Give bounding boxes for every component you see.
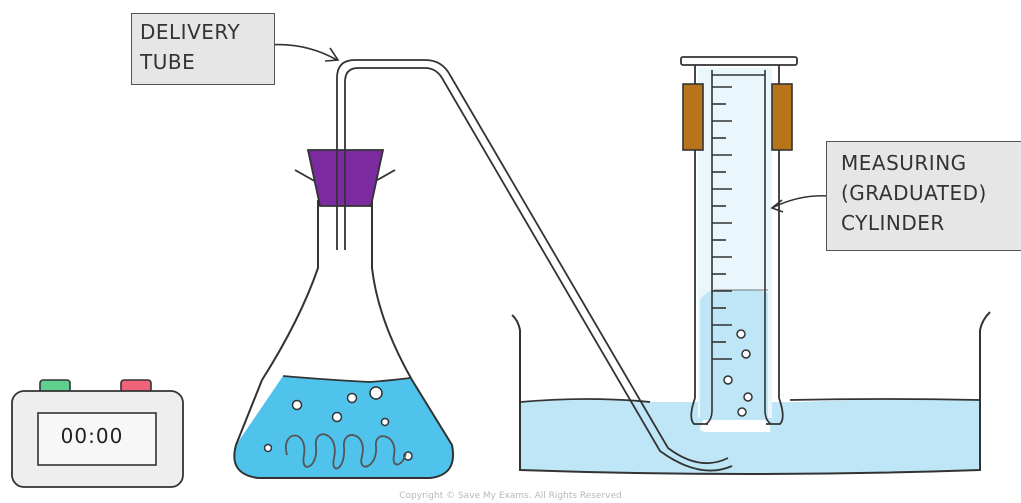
clamp-left bbox=[682, 83, 704, 151]
conical-flask bbox=[233, 169, 454, 479]
measuring-cylinder bbox=[680, 56, 798, 425]
delivery-tube-label-line-1: DELIVERY bbox=[140, 20, 241, 44]
copyright-notice: Copyright © Save My Exams. All Rights Re… bbox=[399, 491, 622, 501]
stopwatch bbox=[11, 379, 184, 488]
delivery-tube bbox=[336, 59, 733, 472]
measuring-cylinder-label-line-3: CYLINDER bbox=[841, 211, 945, 235]
measuring-cylinder-label-line-2: (GRADUATED) bbox=[841, 181, 987, 205]
measuring-cylinder-label: MEASURING (GRADUATED) CYLINDER bbox=[826, 141, 1021, 251]
measuring-cylinder-label-line-1: MEASURING bbox=[841, 151, 967, 175]
clamp-right bbox=[771, 83, 793, 151]
water-trough bbox=[511, 311, 991, 475]
delivery-tube-label: DELIVERY TUBE bbox=[131, 13, 275, 85]
delivery-tube-label-line-2: TUBE bbox=[140, 50, 196, 74]
stopwatch-display: 00:00 bbox=[60, 424, 124, 448]
